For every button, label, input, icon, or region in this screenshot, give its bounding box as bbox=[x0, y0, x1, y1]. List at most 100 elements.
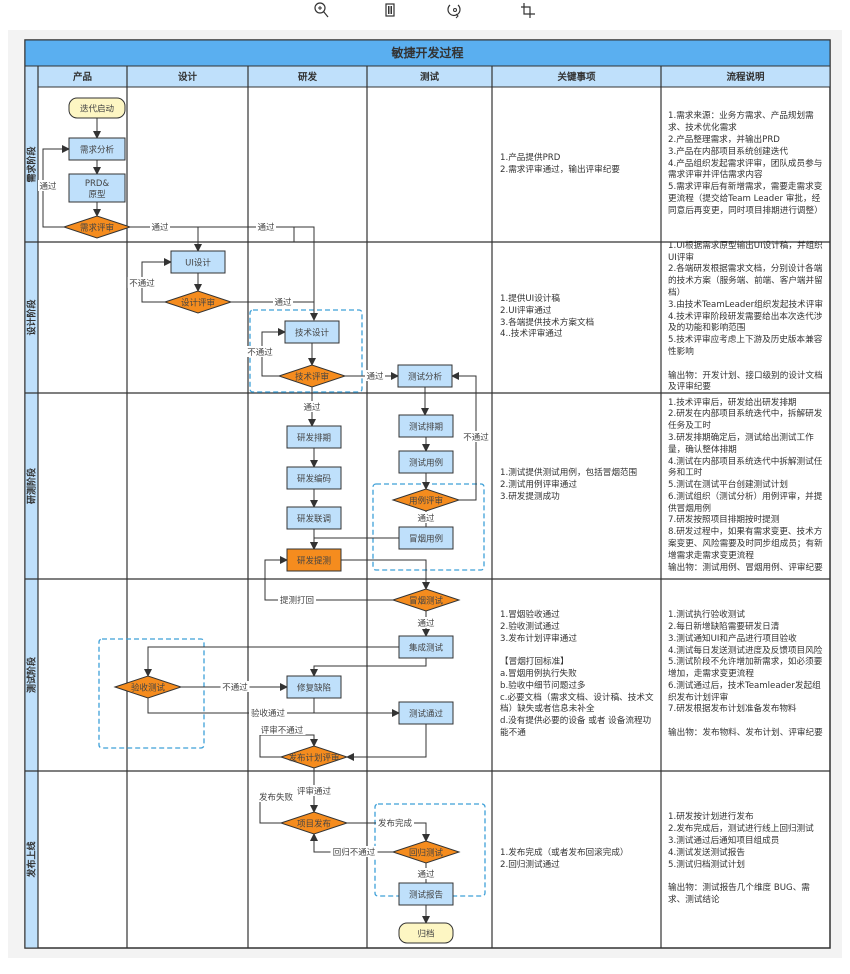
diagram-title: 敏捷开发过程 bbox=[390, 45, 463, 60]
decision-shape bbox=[62, 215, 132, 239]
node-label: 冒烟测试 bbox=[409, 596, 444, 607]
phase-label-1: 设计阶段 bbox=[26, 299, 38, 336]
node-label: 发布计划评审 bbox=[288, 753, 339, 764]
node-test-report: 测试报告 bbox=[398, 882, 454, 906]
node-req-review: 需求评审 bbox=[62, 215, 132, 239]
edge-label-pass: 通过 bbox=[39, 181, 57, 192]
node-test-cases: 测试用例 bbox=[398, 450, 454, 474]
process-shape bbox=[68, 173, 126, 203]
edge-label-bg bbox=[245, 346, 275, 357]
key-item-cell-2: 1.测试提供测试用例，包括冒烟范围 2.测试用例评审通过 3.研发提测成功 bbox=[500, 468, 638, 502]
decision-shape bbox=[391, 588, 461, 612]
decision-shape bbox=[391, 840, 461, 864]
node-label: 测试报告 bbox=[409, 890, 443, 901]
edge-release-fail bbox=[259, 797, 281, 824]
node-label: 研发编码 bbox=[297, 474, 331, 485]
node-label: 设计评审 bbox=[181, 298, 215, 309]
edge-label-release-done: 发布完成 bbox=[378, 818, 413, 829]
edge-to-acceptance bbox=[144, 646, 399, 677]
node-label: 需求评审 bbox=[80, 223, 114, 234]
process-shape bbox=[286, 548, 342, 572]
column-header-4: 关键事项 bbox=[557, 71, 596, 83]
edge-label-bg bbox=[38, 180, 58, 191]
node-start: 迭代启动 bbox=[68, 97, 126, 119]
image-viewer-toolbar bbox=[0, 0, 850, 28]
edge bbox=[310, 658, 427, 677]
edge-label-bg bbox=[220, 681, 250, 692]
node-test-schedule: 测试排期 bbox=[398, 414, 454, 438]
node-label: 修复缺陷 bbox=[297, 683, 331, 694]
edge-label-pass: 通过 bbox=[417, 513, 435, 524]
zoom-in-icon[interactable] bbox=[311, 0, 333, 22]
node-tech-design: 技术设计 bbox=[284, 320, 340, 344]
node-label: 测试排期 bbox=[409, 422, 443, 433]
key-item-cell-1: 1.提供UI设计稿 2.UI评审通过 3.各端提供技术方案文档 4..技术评审通… bbox=[500, 293, 595, 340]
phase-label-3: 测试阶段 bbox=[26, 656, 38, 693]
node-smoke-test: 冒烟测试 bbox=[391, 588, 461, 612]
node-label: 测试分析 bbox=[408, 372, 443, 383]
decision-shape bbox=[391, 488, 461, 512]
process-note-cell-1: 1.UI根据需求原型输出UI设计稿，并组织UI评审 2.各端研发根据需求文档，分… bbox=[668, 240, 823, 393]
edge-label-bg bbox=[295, 785, 333, 796]
node-label: 测试用例 bbox=[409, 458, 443, 469]
edge-label-fail: 不通过 bbox=[247, 347, 273, 358]
node-label: 研发联调 bbox=[297, 514, 331, 525]
flow-edges bbox=[42, 118, 477, 924]
edge-label-bg bbox=[365, 370, 385, 381]
node-label: 研发排期 bbox=[297, 433, 331, 444]
node-label: 测试通过 bbox=[409, 709, 444, 720]
node-prd: PRD&原型 bbox=[68, 173, 126, 203]
node-label: 技术设计 bbox=[295, 328, 330, 339]
rotate-icon[interactable] bbox=[444, 0, 466, 22]
phase-label-4: 发布上线 bbox=[26, 841, 38, 878]
key-item-cell-4: 1.发布完成（或者发布回滚完成） 2.回归测试通过 bbox=[500, 847, 629, 870]
title-bar bbox=[24, 39, 831, 67]
phase-label-2: 研测阶段 bbox=[26, 467, 38, 504]
edge-label-bg bbox=[127, 277, 157, 288]
node-test-analysis: 测试分析 bbox=[397, 364, 453, 388]
terminator-shape bbox=[398, 922, 454, 944]
node-regression-test: 回归测试 bbox=[391, 840, 461, 864]
edge-label-release-fail: 发布失败 bbox=[259, 792, 294, 803]
node-req-analysis: 需求分析 bbox=[68, 137, 126, 161]
edge-labels: 通过通过通过不通过通过不通过通过通过不通过通过提测打回通过不通过验收通过评审不通… bbox=[38, 180, 491, 880]
node-label: 原型 bbox=[88, 190, 106, 200]
process-shape bbox=[68, 137, 126, 161]
phase-column bbox=[24, 65, 39, 949]
node-tech-review: 技术评审 bbox=[277, 364, 347, 388]
edge-label-review-pass: 评审通过 bbox=[297, 786, 332, 797]
node-label: UI设计 bbox=[185, 258, 211, 269]
node-archive: 归档 bbox=[398, 922, 454, 944]
delete-icon[interactable] bbox=[379, 0, 401, 22]
column-header-5: 流程说明 bbox=[726, 71, 765, 83]
node-label: 技术评审 bbox=[295, 372, 329, 383]
process-shape bbox=[398, 635, 454, 659]
edge-label-bg bbox=[461, 431, 491, 442]
node-label: 回归测试 bbox=[409, 848, 444, 859]
node-label: 项目发布 bbox=[297, 819, 331, 830]
node-label: 验收测试 bbox=[131, 683, 166, 694]
edge-label-bg bbox=[416, 512, 436, 523]
process-shape bbox=[398, 526, 454, 550]
edge-label-pass: 通过 bbox=[417, 618, 435, 629]
edge-label-bg bbox=[416, 617, 436, 628]
process-shape bbox=[286, 675, 342, 699]
node-test-passed: 测试通过 bbox=[398, 701, 454, 725]
edge-label-submit-reject: 提测打回 bbox=[280, 595, 314, 606]
edge-to-smoke-test bbox=[341, 559, 430, 590]
key-item-cell-3: 1.冒烟验收通过 2.验收测试通过 3.发布计划评审通过 【冒烟打回标准】 a.… bbox=[500, 610, 654, 739]
decision-shape bbox=[163, 290, 233, 314]
process-shape bbox=[398, 882, 454, 906]
edge-label-acceptance-pass: 验收通过 bbox=[251, 708, 286, 719]
node-case-review: 用例评审 bbox=[391, 488, 461, 512]
node-label: 用例评审 bbox=[409, 496, 443, 507]
crop-icon[interactable] bbox=[517, 0, 539, 22]
edge-label-bg bbox=[416, 868, 436, 879]
decision-shape bbox=[113, 675, 183, 699]
edge-label-bg bbox=[278, 594, 316, 605]
node-dev-submit: 研发提测 bbox=[286, 548, 342, 572]
terminator-shape bbox=[68, 97, 126, 119]
edge-label-bg bbox=[256, 221, 276, 232]
